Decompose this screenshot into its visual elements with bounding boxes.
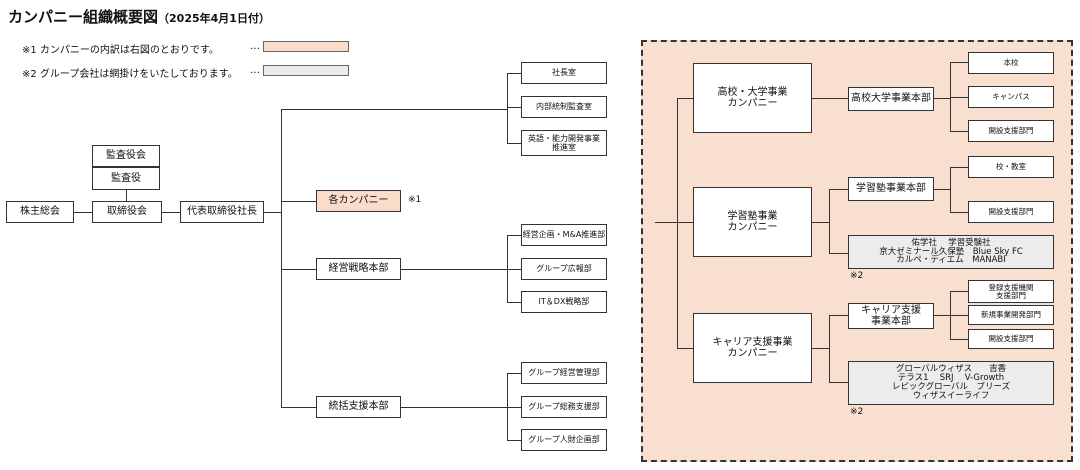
grey-swatch [263, 65, 349, 76]
connector [281, 407, 316, 408]
connector [934, 98, 950, 99]
board-box: 取締役会 [92, 201, 162, 223]
connector [507, 143, 521, 144]
note-1: ※1 カンパニーの内訳は右図のとおりです。 [22, 45, 219, 56]
connector [401, 269, 507, 270]
connector [950, 97, 968, 98]
highschool-child-box: 開設支援部門 [968, 120, 1054, 142]
career-child-box: 開設支援部門 [968, 329, 1054, 349]
connector [507, 269, 521, 270]
page-title: カンパニー組織概要図（2025年4月1日付） [8, 6, 270, 27]
english-dev-box: 英語・能力開発事業 推進室 [521, 130, 607, 156]
connector [950, 62, 968, 63]
connector [950, 131, 968, 132]
shareholders-box: 株主総会 [6, 201, 74, 223]
connector [829, 315, 848, 316]
connector [829, 315, 830, 382]
connector [74, 212, 92, 213]
connector [829, 382, 848, 383]
connector [812, 222, 829, 223]
connector [950, 291, 968, 292]
connector [950, 212, 968, 213]
connector [281, 201, 316, 202]
connector [934, 189, 950, 190]
juku-company-box: 学習塾事業 カンパニー [693, 187, 812, 257]
highschool-child-box: キャンパス [968, 86, 1054, 108]
connector [507, 73, 521, 74]
title-text: カンパニー組織概要図 [8, 8, 159, 26]
connector [507, 235, 508, 302]
connector [934, 315, 950, 316]
connector [162, 212, 180, 213]
strategy-child-box: 経営企画・M&A推進部 [521, 224, 607, 246]
connector [812, 348, 829, 349]
connector [281, 109, 282, 407]
connector [281, 109, 507, 110]
highschool-hq-box: 高校大学事業本部 [848, 87, 934, 111]
career-group-mark: ※2 [850, 407, 864, 417]
connector [507, 407, 521, 408]
connector [950, 62, 951, 131]
ceo-box: 代表取締役社長 [180, 201, 264, 223]
connector [264, 212, 281, 213]
peach-swatch [263, 41, 349, 52]
connector [829, 253, 848, 254]
juku-child-box: 開設支援部門 [968, 201, 1054, 223]
career-hq-box: キャリア支援 事業本部 [848, 303, 934, 329]
internal-audit-box: 内部統制監査室 [521, 96, 607, 118]
connector [507, 235, 521, 236]
connector [401, 407, 507, 408]
president-office-box: 社長室 [521, 62, 607, 84]
support-child-box: グループ総務支援部 [521, 396, 607, 418]
connector [950, 339, 968, 340]
note-1-dots: … [250, 41, 260, 52]
connector [507, 440, 521, 441]
connector [950, 167, 951, 212]
connector [812, 98, 848, 99]
juku-group-mark: ※2 [850, 271, 864, 281]
note-2: ※2 グループ会社は網掛けをいたしております。 [22, 69, 238, 80]
connector [950, 315, 968, 316]
title-date: （2025年4月1日付） [158, 12, 270, 25]
connector [829, 189, 830, 253]
connector [507, 373, 508, 440]
audit-board-box: 監査役会 [92, 145, 160, 167]
support-hq-box: 統括支援本部 [316, 396, 401, 418]
juku-hq-box: 学習塾事業本部 [848, 177, 934, 201]
connector [677, 98, 678, 348]
connector [507, 302, 521, 303]
career-child-box: 新規事業開発部門 [968, 305, 1054, 325]
strategy-child-box: グループ広報部 [521, 258, 607, 280]
connector [281, 269, 316, 270]
highschool-company-box: 高校・大学事業 カンパニー [693, 63, 812, 133]
connector [677, 98, 693, 99]
career-group-box: グローバルウィザス 吉香 テラス1 SRJ V-Growth レピックグローバル… [848, 361, 1054, 405]
career-child-box: 登録支援機関 支援部門 [968, 280, 1054, 303]
strategy-child-box: IT＆DX戦略部 [521, 291, 607, 313]
note-2-dots: … [250, 65, 260, 76]
strategy-hq-box: 経営戦略本部 [316, 258, 401, 280]
companies-mark: ※1 [408, 195, 422, 205]
connector [950, 167, 968, 168]
highschool-child-box: 本校 [968, 52, 1054, 74]
career-company-box: キャリア支援事業 カンパニー [693, 313, 812, 383]
connector [677, 222, 693, 223]
connector [126, 190, 127, 202]
connector [507, 107, 521, 108]
auditor-box: 監査役 [92, 167, 160, 190]
support-child-box: グループ人財企画部 [521, 429, 607, 451]
companies-box: 各カンパニー [316, 190, 401, 212]
juku-child-box: 校・教室 [968, 156, 1054, 178]
connector [655, 222, 677, 223]
juku-group-box: 佑学社 学習受験社 京大ゼミナール久保塾 Blue Sky FC カルペ・ディエ… [848, 235, 1054, 269]
connector [507, 73, 508, 143]
connector [507, 373, 521, 374]
connector [677, 348, 693, 349]
connector [829, 189, 848, 190]
support-child-box: グループ経営管理部 [521, 362, 607, 384]
